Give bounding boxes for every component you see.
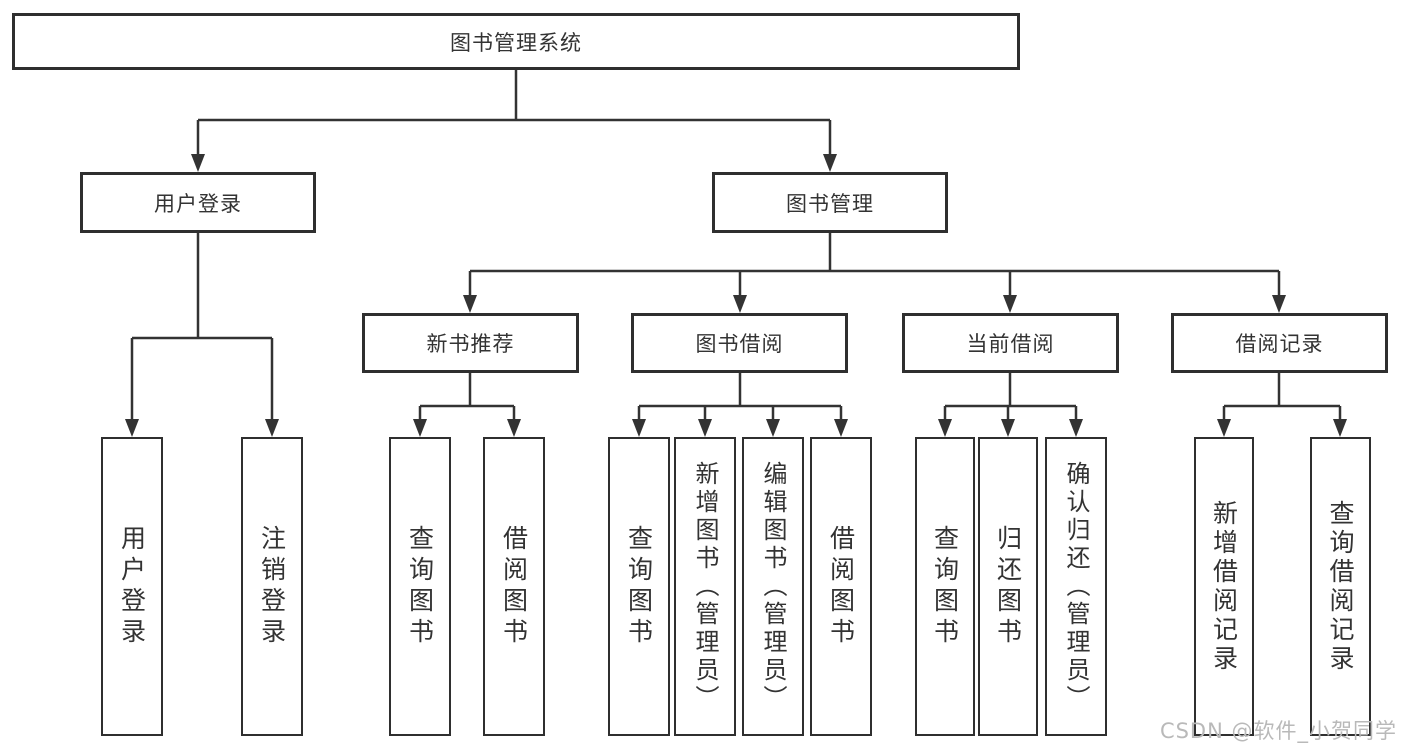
node-user-login-label: 用户登录 (154, 191, 242, 216)
leaf-user-login: 用户登录 (101, 437, 163, 736)
node-book-borrow-label: 图书借阅 (695, 332, 784, 356)
leaf-add-book-admin: 新增图书（管理员） (674, 437, 736, 736)
node-root-library-system: 图书管理系统 (12, 13, 1020, 70)
leaf-query-borrow-record-label: 查询借阅记录 (1326, 499, 1355, 674)
leaf-return-book-label: 归还图书 (993, 524, 1023, 649)
leaf-add-borrow-record-label: 新增借阅记录 (1209, 499, 1239, 674)
node-user-login: 用户登录 (80, 172, 316, 233)
node-book-borrow: 图书借阅 (631, 313, 848, 373)
leaf-borrow-books: 借阅图书 (810, 437, 872, 736)
leaf-edit-book-admin-label: 编辑图书（管理员） (759, 460, 787, 713)
leaf-user-login-label: 用户登录 (117, 524, 147, 649)
node-book-management-label: 图书管理 (786, 191, 874, 216)
leaf-query-books-recommend: 查询图书 (389, 437, 451, 736)
leaf-borrow-books-recommend-label: 借阅图书 (499, 524, 529, 649)
node-new-book-recommend-label: 新书推荐 (426, 332, 515, 356)
leaf-query-books-borrow: 查询图书 (608, 437, 670, 736)
leaf-logout-label: 注销登录 (257, 524, 287, 649)
arrowheads (125, 154, 1347, 437)
leaf-add-book-admin-label: 新增图书（管理员） (691, 460, 719, 713)
leaf-return-book: 归还图书 (978, 437, 1038, 736)
node-borrow-records: 借阅记录 (1171, 313, 1388, 373)
leaf-confirm-return-admin: 确认归还（管理员） (1045, 437, 1107, 736)
leaf-add-borrow-record: 新增借阅记录 (1194, 437, 1254, 736)
leaf-confirm-return-admin-label: 确认归还（管理员） (1062, 460, 1090, 713)
leaf-query-borrow-record: 查询借阅记录 (1310, 437, 1371, 736)
node-root-label: 图书管理系统 (450, 30, 582, 55)
leaf-query-books-current: 查询图书 (915, 437, 975, 736)
node-new-book-recommend: 新书推荐 (362, 313, 579, 373)
leaf-query-books-borrow-label: 查询图书 (624, 524, 654, 649)
node-current-borrow: 当前借阅 (902, 313, 1119, 373)
node-borrow-records-label: 借阅记录 (1235, 332, 1324, 356)
leaf-logout: 注销登录 (241, 437, 303, 736)
leaf-query-books-current-label: 查询图书 (930, 524, 960, 649)
node-current-borrow-label: 当前借阅 (966, 332, 1055, 356)
csdn-watermark: CSDN @软件_小贺同学 (1159, 719, 1397, 743)
leaf-edit-book-admin: 编辑图书（管理员） (742, 437, 804, 736)
leaf-query-books-recommend-label: 查询图书 (405, 524, 435, 649)
leaf-borrow-books-label: 借阅图书 (826, 524, 856, 649)
node-book-management: 图书管理 (712, 172, 948, 233)
leaf-borrow-books-recommend: 借阅图书 (483, 437, 545, 736)
